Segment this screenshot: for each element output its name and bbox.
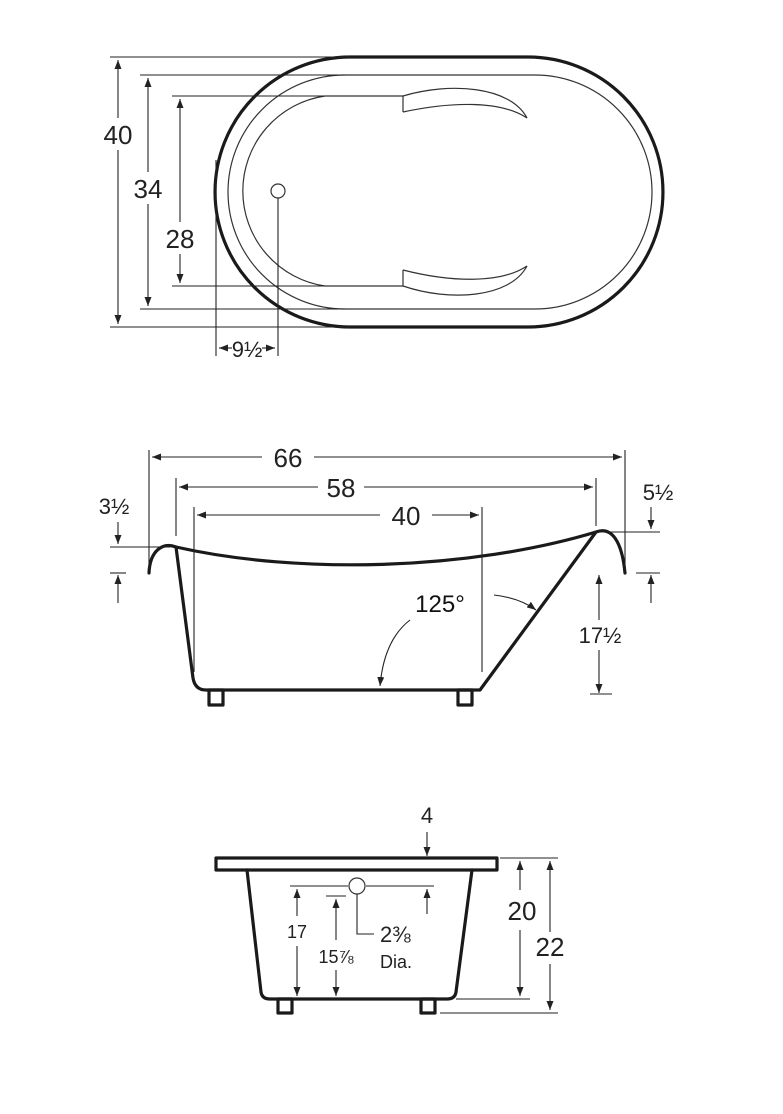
top-basin <box>242 95 403 287</box>
dim-top-34: 34 <box>134 174 163 204</box>
dim-top-28: 28 <box>166 224 195 254</box>
dim-end-15-7-8: 15⅞ <box>318 947 354 967</box>
dim-end-dia-label: Dia. <box>380 952 412 972</box>
end-foot-left <box>276 997 294 1015</box>
dim-top-drain-offset: 9½ <box>232 337 263 362</box>
dim-side-left-rise: 3½ <box>99 494 130 519</box>
end-drain <box>348 877 366 895</box>
end-body <box>245 868 474 1001</box>
dim-side-17-half: 17½ <box>579 623 622 648</box>
dim-side-66: 66 <box>274 443 303 473</box>
dim-end-4: 4 <box>421 803 433 828</box>
top-view: 40 34 28 9½ <box>104 55 665 362</box>
dim-side-angle: 125° <box>415 591 465 618</box>
end-rim <box>214 856 499 872</box>
top-inner-rim <box>227 74 653 310</box>
dim-end-drain-diameter: 2⅜ <box>380 922 411 947</box>
dim-end-17: 17 <box>287 922 307 942</box>
top-outer-rim <box>213 55 665 329</box>
side-foot-right <box>456 688 474 707</box>
side-foot-left <box>207 688 225 707</box>
side-tub-body <box>147 529 627 692</box>
dim-side-58: 58 <box>327 473 356 503</box>
top-headrest-lower <box>402 265 528 296</box>
top-headrest-upper <box>402 87 528 119</box>
end-foot-right <box>419 997 437 1015</box>
side-view: 66 58 40 3½ 5½ 17½ 125° <box>99 443 674 707</box>
dim-end-22: 22 <box>536 932 565 962</box>
dim-end-20: 20 <box>508 896 537 926</box>
dim-side-40: 40 <box>392 501 421 531</box>
side-rim <box>174 530 598 567</box>
top-drain <box>270 183 286 199</box>
dim-top-40: 40 <box>104 120 133 150</box>
dim-side-right-rise: 5½ <box>643 480 674 505</box>
end-view: 4 20 22 17 15⅞ 2⅜ Dia. <box>214 803 565 1015</box>
